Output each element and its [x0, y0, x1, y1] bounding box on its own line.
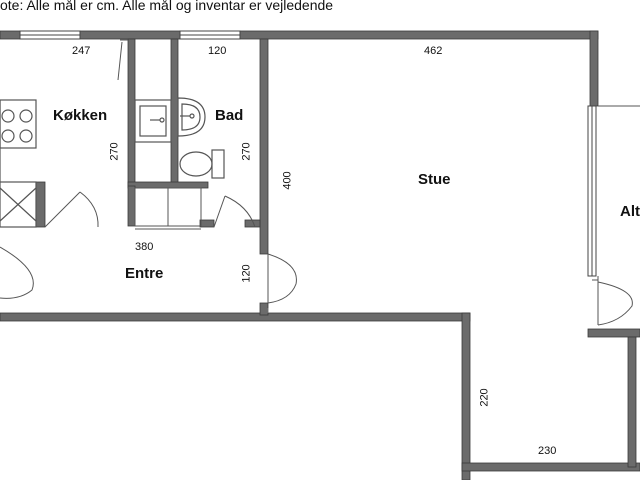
dim-entry-height: 120 — [240, 264, 253, 283]
dim-bath-height: 270 — [240, 142, 253, 161]
closet — [134, 187, 202, 230]
dim-kitchen-height: 270 — [108, 142, 121, 161]
room-label-bath: Bad — [215, 107, 244, 124]
walls — [0, 30, 640, 480]
bath-sink — [177, 97, 206, 137]
room-label-living: Stue — [418, 171, 451, 188]
plan-note: ote: Alle mål er cm. Alle mål og inventa… — [0, 0, 334, 13]
toilet — [179, 149, 225, 179]
windows — [19, 30, 597, 277]
kitchen-sink — [134, 99, 172, 143]
balcony-outline — [597, 105, 640, 282]
dim-bath-width: 120 — [208, 45, 227, 57]
dim-lower-width: 230 — [538, 445, 557, 457]
dim-kitchen-width: 247 — [72, 45, 91, 57]
room-label-kitchen: Køkken — [53, 107, 108, 124]
doors — [0, 191, 633, 326]
stove — [0, 99, 37, 149]
dim-living-width: 462 — [424, 45, 443, 57]
room-label-entry: Entre — [125, 265, 164, 282]
cabinet-symbols — [117, 39, 128, 81]
room-label-balcony: Alt — [620, 203, 640, 220]
dim-living-height: 400 — [281, 171, 294, 190]
dim-lower-height: 220 — [478, 388, 491, 407]
dim-entry-width: 380 — [135, 241, 154, 253]
kitchen-counter — [0, 100, 37, 228]
